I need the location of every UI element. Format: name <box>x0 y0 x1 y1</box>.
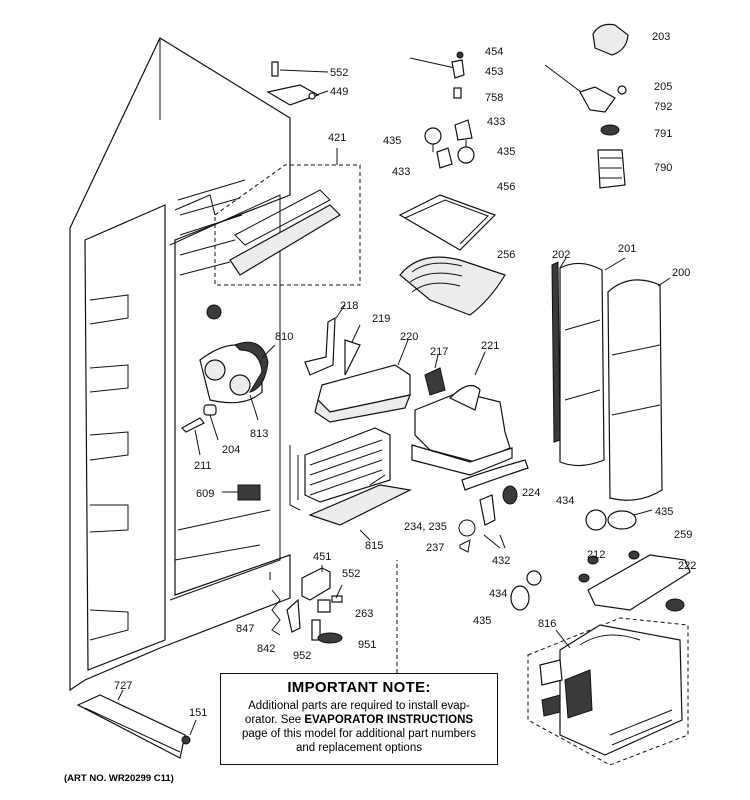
part-label-791: 791 <box>654 128 672 140</box>
thermistor-parts[interactable] <box>409 51 465 99</box>
part-label-237: 237 <box>426 542 444 554</box>
part-label-435a: 435 <box>383 135 401 147</box>
part-label-454: 454 <box>485 46 503 58</box>
important-note: IMPORTANT NOTE: Additional parts are req… <box>220 673 498 765</box>
note-title: IMPORTANT NOTE: <box>287 679 431 696</box>
part-label-433b: 433 <box>392 166 410 178</box>
part-label-449: 449 <box>330 86 348 98</box>
evaporator-cover-parts[interactable] <box>411 351 529 491</box>
part-label-224: 224 <box>522 487 540 499</box>
kick-plate[interactable] <box>76 689 197 759</box>
hinge-top[interactable] <box>266 61 329 106</box>
part-label-212: 212 <box>587 549 605 561</box>
part-label-202: 202 <box>552 249 570 261</box>
part-label-792: 792 <box>654 101 672 113</box>
light-shield[interactable] <box>398 194 506 316</box>
dispenser-housing-assembly[interactable] <box>527 617 689 766</box>
part-label-758: 758 <box>485 92 503 104</box>
part-label-203: 203 <box>652 31 670 43</box>
part-label-259: 259 <box>674 529 692 541</box>
part-label-790: 790 <box>654 162 672 174</box>
part-label-435d: 435 <box>473 615 491 627</box>
air-damper-parts[interactable] <box>304 304 411 423</box>
part-label-456: 456 <box>497 181 515 193</box>
part-label-151: 151 <box>189 707 207 719</box>
part-label-222: 222 <box>678 560 696 572</box>
part-label-201: 201 <box>618 243 636 255</box>
part-label-217: 217 <box>430 346 448 358</box>
part-label-205: 205 <box>654 81 672 93</box>
part-label-552b: 552 <box>342 568 360 580</box>
note-line-4: and replacement options <box>296 742 422 754</box>
evaporator[interactable] <box>289 427 412 541</box>
part-label-256: 256 <box>497 249 515 261</box>
lamp-sockets-upper[interactable] <box>424 119 475 169</box>
part-label-810: 810 <box>275 331 293 343</box>
part-label-432: 432 <box>492 555 510 567</box>
part-label-219: 219 <box>372 313 390 325</box>
dispenser-control-parts[interactable] <box>544 23 629 189</box>
part-label-952: 952 <box>293 650 311 662</box>
part-label-435c: 435 <box>655 506 673 518</box>
part-label-434b: 434 <box>489 588 507 600</box>
part-label-221: 221 <box>481 340 499 352</box>
lamp-socket-parts-middle[interactable] <box>458 485 518 553</box>
part-label-813: 813 <box>250 428 268 440</box>
part-label-211: 211 <box>194 460 212 472</box>
part-label-433a: 433 <box>487 116 505 128</box>
part-label-816: 816 <box>538 618 556 630</box>
part-label-609: 609 <box>196 488 214 500</box>
part-label-204: 204 <box>222 444 240 456</box>
part-label-200: 200 <box>672 267 690 279</box>
part-label-234235: 234, 235 <box>404 521 447 533</box>
part-label-434a: 434 <box>556 495 574 507</box>
part-label-842: 842 <box>257 643 275 655</box>
lamp-and-cover-right[interactable] <box>510 509 691 612</box>
part-label-451: 451 <box>313 551 331 563</box>
switch[interactable] <box>222 484 261 501</box>
light-housing-assembly[interactable] <box>214 148 361 286</box>
part-label-847: 847 <box>236 623 254 635</box>
part-label-951: 951 <box>358 639 376 651</box>
side-panels[interactable] <box>551 257 671 501</box>
part-label-421: 421 <box>328 132 346 144</box>
part-label-453: 453 <box>485 66 503 78</box>
note-evaporator-instructions: EVAPORATOR INSTRUCTIONS <box>304 714 474 726</box>
part-label-220: 220 <box>400 331 418 343</box>
art-number: (ART NO. WR20299 C11) <box>64 773 174 784</box>
part-label-218: 218 <box>340 300 358 312</box>
note-line-2-prefix: orator. See <box>244 714 305 726</box>
note-body: Additional parts are required to install… <box>221 699 497 755</box>
part-label-815: 815 <box>365 540 383 552</box>
part-labels: 552 449 421 810 204 211 813 609 218 219 … <box>114 31 696 719</box>
note-line-3: page of this model for additional part n… <box>242 728 476 740</box>
part-label-727: 727 <box>114 680 132 692</box>
part-label-552a: 552 <box>330 67 348 79</box>
hinge-bottom-parts[interactable] <box>271 565 343 644</box>
note-line-1: Additional parts are required to install… <box>248 700 470 712</box>
part-label-263: 263 <box>355 608 373 620</box>
part-label-435b: 435 <box>497 146 515 158</box>
fan-assembly[interactable] <box>181 341 276 456</box>
